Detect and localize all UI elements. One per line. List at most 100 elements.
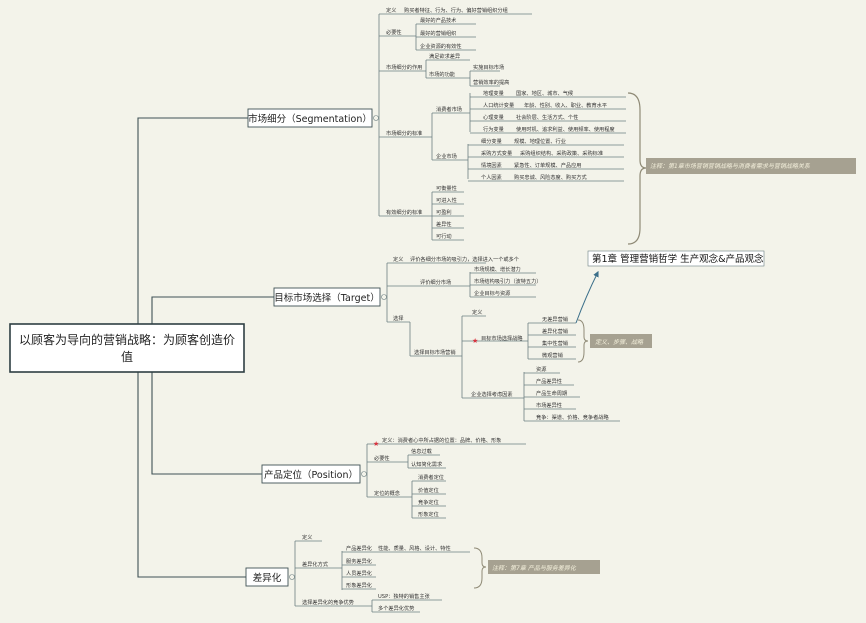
seg-note-box [646,158,856,174]
seg-definition-text: 购买者特征、行为、行为、偏好营销组织分组 [404,6,508,14]
collapse-toggle[interactable] [381,294,387,300]
pos-definition: 定义：消费者心中所占据的位置：品牌、价格、形象 [382,436,501,444]
tgt-strategy-label: 目标市场选择战略 [481,334,523,342]
seg-effective-item: 差异性 [436,220,452,228]
root-node[interactable]: 以顾客为导向的营销战略：为顾客创造价 值 [9,323,245,373]
seg-business-key: 情境因素 [481,161,502,169]
seg-business-value: 购买忠诚、风险态度、购买方式 [514,173,587,181]
seg-necessity-item: 最好的营销组织 [420,29,456,37]
seg-consumer-value: 年龄、性别、收入、职业、教育水平 [524,101,607,109]
diff-way-key: 人员差异化 [346,569,372,577]
pos-ways-item: 消费者定位 [418,473,444,481]
seg-effective-item: 可进入性 [436,196,457,204]
seg-function-label: 市场细分的作用 [386,63,422,71]
seg-effective-item: 可盈利 [436,208,452,216]
branch-segmentation: 市场细分（Segmentation） 定义 购买者特征、行为、行为、偏好营销组织… [247,6,856,245]
tgt-evaluate-item: 市场规模、增长潜力 [474,265,521,273]
pos-ways-item: 形象定位 [418,510,439,518]
pos-ways-label: 定位的概念 [374,489,400,497]
seg-business-rows: 细分变量 规模、地理位置、行业 采购方式变量采购组织结构、采购政策、采购标准 情境… [468,137,624,182]
diff-way-key: 形象差异化 [346,581,372,589]
tgt-select-target: 选择目标市场营销 [414,348,456,356]
root-title-line1: 以顾客为导向的营销战略：为顾客创造价 [19,332,235,347]
diff-bracket [473,547,487,589]
diff-definition: 定义 [302,533,312,541]
collapse-toggle[interactable] [289,574,295,580]
tgt-factor-item: 产品生命周期 [536,389,567,397]
seg-business-value: 紧急性、订单规模、产品应用 [514,161,581,169]
seg-consumer-value: 国家、地区、城市、气候 [516,89,574,97]
diff-way-key: 服务差异化 [346,557,372,565]
tgt-evaluate-item: 企业目标与资源 [474,289,511,297]
seg-business-label: 企业市场 [436,152,457,160]
pos-needs-label: 必要性 [374,454,390,462]
diff-way-value: 性能、质量、风格、设计、特性 [378,544,451,552]
tgt-note-text: 定义、步骤、战略 [595,338,644,346]
tgt-factor-item: 产品差异性 [536,377,562,385]
tgt-factor-item: 竞争：渠道、价格、竞争者战略 [536,413,609,421]
tgt-strategy-item: 差异化营销 [542,327,568,335]
tgt-strategy-definition: 定义 [472,308,482,316]
diff-choose-item: 多个差异化优势 [378,604,414,612]
seg-consumer-key: 心理变量 [483,113,504,121]
main-connectors [137,117,274,578]
seg-necessity-label: 必要性 [386,28,402,36]
pos-ways-item: 价值定位 [418,486,439,494]
branch-targeting: 目标市场选择（Target） 定义 评价各细分市场的吸引力，选择进入一个或多个 … [273,255,652,422]
collapse-toggle[interactable] [361,471,367,477]
tgt-definition: 定义 [393,255,403,263]
seg-consumer-key: 人口统计变量 [483,101,514,109]
seg-consumer-value: 使用时机、追求利益、使用频率、使用程度 [516,125,615,133]
pos-ways-item: 竞争定位 [418,498,439,506]
segmentation-node[interactable] [247,108,373,128]
root-title-line2: 值 [121,349,133,364]
seg-necessity-item: 企业资源的有效性 [420,42,462,50]
tgt-strategy-item: 无差异营销 [542,315,568,323]
seg-function-item: 实施目标市场 [473,63,504,71]
seg-function-item: 营销效率的提高 [473,78,509,86]
tgt-bracket [577,319,589,363]
seg-business-key: 细分变量 [481,137,502,145]
tgt-evaluate-item: 市场结构吸引力（波特五力） [474,277,541,285]
tgt-factor-item: 资源 [536,365,547,373]
star-icon: ★ [373,440,379,448]
seg-business-value: 采购组织结构、采购政策、采购标准 [520,149,603,157]
branch-differentiation: 差异化 定义 差异化方式 产品差异化性能、质量、风格、设计、特性 服务差异化 人… [245,533,600,613]
link-topic[interactable]: 第1章 管理营销哲学 生产观念&产品观念 [587,250,765,267]
targeting-title: 目标市场选择（Target） [274,292,379,304]
tgt-evaluate-label: 评价细分市场 [420,278,451,286]
seg-function-sub: 市场的功能 [429,70,455,78]
segmentation-title: 市场细分（Segmentation） [248,113,372,125]
link-arrow [575,270,599,324]
targeting-node[interactable] [273,287,381,307]
star-icon: ★ [472,337,478,345]
tgt-strategy-item: 集中性营销 [542,339,568,347]
seg-consumer-key: 地理变量 [483,89,504,97]
tgt-select-label: 选择 [393,314,404,322]
diff-note-box [488,560,600,574]
seg-variables-label: 市场细分的标准 [386,129,422,137]
seg-bracket [627,92,647,245]
pos-needs-item: 信息过载 [411,447,432,455]
seg-note-text: 注释：第1章市场营销营销战略与消费者需求与营销战略关系 [650,162,811,170]
seg-consumer-label: 消费者市场 [436,105,462,113]
seg-business-key: 采购方式变量 [481,149,512,157]
positioning-node[interactable] [261,464,361,484]
pos-needs-item: 认知简化需求 [411,460,443,468]
diff-way-key: 产品差异化 [346,544,372,552]
seg-business-value: 规模、地理位置、行业 [514,137,566,145]
seg-necessity-item: 最好的产品技术 [420,16,456,24]
seg-consumer-value: 社会阶层、生活方式、个性 [516,113,578,121]
tgt-note-box [590,334,652,348]
differentiation-title: 差异化 [253,572,282,584]
collapse-toggle[interactable] [373,115,379,121]
differentiation-node[interactable] [245,567,289,587]
diff-note-text: 注释：第7章 产品与服务差异化 [492,564,577,572]
tgt-definition-text: 评价各细分市场的吸引力，选择进入一个或多个 [410,255,520,263]
tgt-factors-label: 企业选择考虑因素 [471,390,513,398]
seg-effective-label: 有效细分的标准 [386,208,422,216]
seg-function-sub: 满足欲求差异 [429,52,460,60]
seg-consumer-rows: 地理变量 国家、地区、城市、气候 人口统计变量 年龄、性别、收入、职业、教育水平 心… [470,89,626,134]
seg-effective-item: 可行动 [436,232,452,240]
